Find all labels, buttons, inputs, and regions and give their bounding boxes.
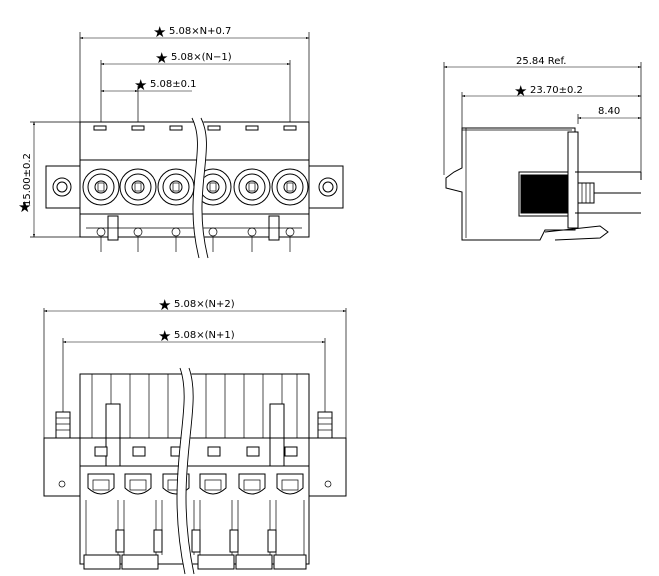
dim-small-label: 8.40	[598, 106, 620, 117]
dim-pitch: ★ 5.08±0.1	[100, 76, 197, 94]
dim-overall-width: ★ 5.08×N+0.7	[79, 23, 310, 41]
wire-entries	[87, 473, 304, 495]
star-mark: ★	[134, 76, 147, 94]
front-view: ★ 5.08×N+0.7 ★ 5.08×(N−1) ★ 5.08±0.1 ★ 1…	[18, 23, 344, 260]
terminal-screw-2	[119, 168, 157, 206]
dim-height: ★ 15.00±0.2	[18, 121, 82, 238]
dim-bottom-outer: ★ 5.08×(N+2)	[43, 296, 347, 314]
terminal-screw-1	[82, 168, 120, 206]
break-line	[192, 115, 209, 260]
bottom-view: ★ 5.08×(N+2) ★ 5.08×(N+1)	[43, 296, 347, 575]
terminal-screw-6	[271, 168, 309, 206]
dim-inner-label: 5.08×(N−1)	[171, 52, 232, 63]
dim-small: 8.40	[577, 106, 642, 120]
dim-ref: 25.84 Ref.	[443, 56, 642, 69]
dim-height-label: 15.00±0.2	[22, 153, 33, 206]
dim-pitch-label: 5.08±0.1	[150, 79, 197, 90]
dim-ref-label: 25.84 Ref.	[516, 56, 566, 67]
side-screw-left	[55, 411, 71, 439]
star-mark: ★	[153, 23, 166, 41]
star-mark: ★	[18, 198, 31, 216]
side-view: 25.84 Ref. ★ 23.70±0.2 8.40	[443, 56, 642, 241]
star-mark: ★	[155, 49, 168, 67]
terminal-screw-5	[233, 168, 271, 206]
dim-bottom-inner-label: 5.08×(N+1)	[174, 330, 235, 341]
dim-bottom-inner: ★ 5.08×(N+1)	[62, 327, 326, 345]
side-screw-right	[317, 411, 333, 439]
dim-depth-label: 23.70±0.2	[530, 85, 583, 96]
dim-bottom-outer-label: 5.08×(N+2)	[174, 299, 235, 310]
wire-windows	[94, 446, 298, 457]
bottom-tabs	[83, 554, 307, 570]
lower-channels	[85, 500, 305, 555]
star-mark: ★	[514, 82, 527, 100]
top-tabs	[93, 125, 297, 131]
dim-depth: ★ 23.70±0.2	[461, 82, 642, 100]
dim-overall-label: 5.08×N+0.7	[169, 26, 231, 37]
star-mark: ★	[158, 296, 171, 314]
star-mark: ★	[158, 327, 171, 345]
dim-inner-width: ★ 5.08×(N−1)	[100, 49, 291, 67]
